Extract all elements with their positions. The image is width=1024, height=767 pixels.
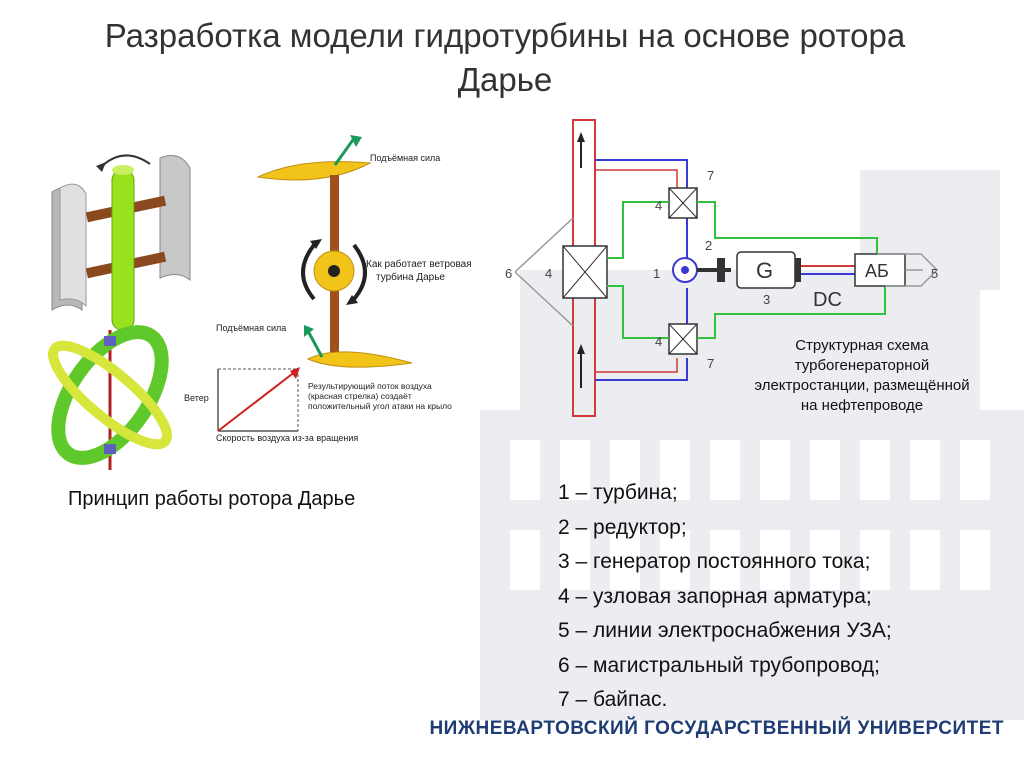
resultant-arrow: [217, 370, 297, 432]
label-4-bottom: 4: [655, 334, 662, 349]
top-blade: [256, 161, 372, 181]
dc-label: DC: [813, 289, 842, 311]
legend-item: 1 – турбина;: [558, 481, 678, 504]
darrieus-rotor-illustrations: [48, 154, 191, 470]
label-7-bottom: 7: [707, 356, 714, 371]
left-caption: Принцип работы ротора Дарье: [68, 488, 356, 510]
rotor-3d-bottom: [48, 325, 172, 470]
lift-label-top: Подъёмная сила: [370, 153, 440, 163]
label-2: 2: [705, 238, 712, 253]
university-footer: НИЖНЕВАРТОВСКИЙ ГОСУДАРСТВЕННЫЙ УНИВЕРСИ…: [429, 718, 1004, 739]
label-4-main: 4: [545, 266, 552, 281]
bypass-pipe-blue: [595, 159, 688, 381]
scheme-legend: 1 – турбина; 2 – редуктор; 3 – генератор…: [558, 476, 892, 718]
legend-item: 7 – байпас.: [558, 688, 668, 711]
label-7-top: 7: [707, 168, 714, 183]
scheme-caption-line-1: Структурная схема: [795, 337, 929, 354]
legend-item: 4 – узловая запорная арматура;: [558, 584, 872, 608]
label-6: 6: [505, 266, 512, 281]
darrieus-force-diagram: Подъёмная сила Как работает ветровая тур…: [184, 135, 472, 443]
rotor-3d-top: [51, 154, 191, 331]
legend-item: 6 – магистральный трубопровод;: [558, 653, 880, 677]
legend-item: 5 – линии электроснабжения УЗА;: [558, 619, 892, 642]
result-label-3: положительный угол атаки на крыло: [308, 401, 452, 411]
result-label-1: Результирующий поток воздуха: [308, 381, 432, 391]
label-5: 5: [931, 266, 938, 281]
wind-label: Ветер: [184, 393, 209, 403]
title-line-2: Дарье: [457, 61, 553, 98]
battery-label: АБ: [865, 261, 889, 281]
scheme-caption-line-3: электростанции, размещённой: [754, 377, 970, 394]
lift-arrow-bottom: [306, 330, 324, 358]
lift-arrow-top: [333, 136, 357, 166]
how-works-label: Как работает ветровая: [366, 258, 472, 270]
turbogenerator-scheme: G АБ DC 6 4 1 2 3 4 4 5 7 7: [505, 119, 938, 417]
scheme-caption-line-4: на нефтепроводе: [800, 397, 924, 414]
bottom-blade: [306, 351, 413, 368]
legend-item: 3 – генератор постоянного тока;: [558, 550, 871, 573]
title-line-1: Разработка модели гидротурбины на основе…: [104, 17, 906, 54]
how-works-label-2: турбина Дарье: [376, 271, 445, 283]
control-lines-green: [607, 201, 886, 339]
lift-label-bottom: Подъёмная сила: [216, 323, 286, 333]
result-label-2: (красная стрелка) создаёт: [308, 391, 412, 401]
scheme-caption: Структурная схема турбогенераторной элек…: [722, 336, 1002, 416]
background-building: [480, 170, 1024, 720]
label-1: 1: [653, 266, 660, 281]
label-4-top: 4: [655, 198, 662, 213]
generator-label: G: [756, 258, 773, 283]
slide-title: Разработка модели гидротурбины на основе…: [0, 14, 1010, 102]
label-3: 3: [763, 292, 770, 307]
speed-label: Скорость воздуха из-за вращения: [216, 433, 358, 443]
scheme-caption-line-2: турбогенераторной: [794, 357, 930, 374]
main-pipeline: [572, 119, 596, 417]
legend-item: 2 – редуктор;: [558, 515, 687, 539]
